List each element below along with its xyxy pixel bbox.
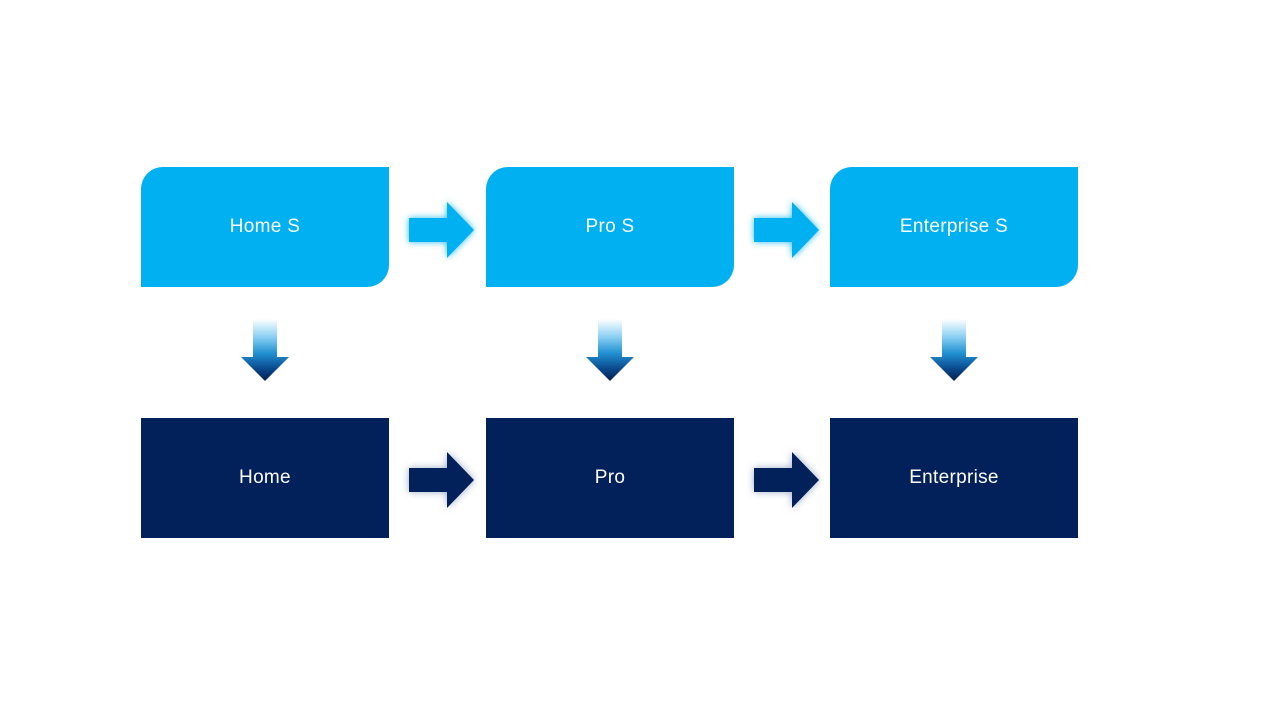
down-arrow-icon-2 bbox=[586, 319, 634, 381]
box-enterprise: Enterprise bbox=[830, 418, 1078, 538]
box-home-s-label: Home S bbox=[229, 216, 301, 237]
down-arrow-icon-1 bbox=[241, 319, 289, 381]
box-home-label: Home bbox=[239, 467, 291, 488]
box-enterprise-s: Enterprise S bbox=[830, 167, 1078, 287]
box-enterprise-label: Enterprise bbox=[909, 467, 999, 488]
box-home: Home bbox=[141, 418, 389, 538]
box-pro-label: Pro bbox=[594, 467, 626, 488]
right-arrow-icon-bottom-1 bbox=[409, 452, 474, 508]
box-pro-s-label: Pro S bbox=[585, 216, 635, 237]
right-arrow-icon-top-1 bbox=[409, 202, 474, 258]
box-home-s: Home S bbox=[141, 167, 389, 287]
right-arrow-icon-bottom-2 bbox=[754, 452, 819, 508]
box-pro-s: Pro S bbox=[486, 167, 734, 287]
box-enterprise-s-label: Enterprise S bbox=[899, 216, 1009, 237]
box-pro: Pro bbox=[486, 418, 734, 538]
right-arrow-icon-top-2 bbox=[754, 202, 819, 258]
down-arrow-icon-3 bbox=[930, 319, 978, 381]
